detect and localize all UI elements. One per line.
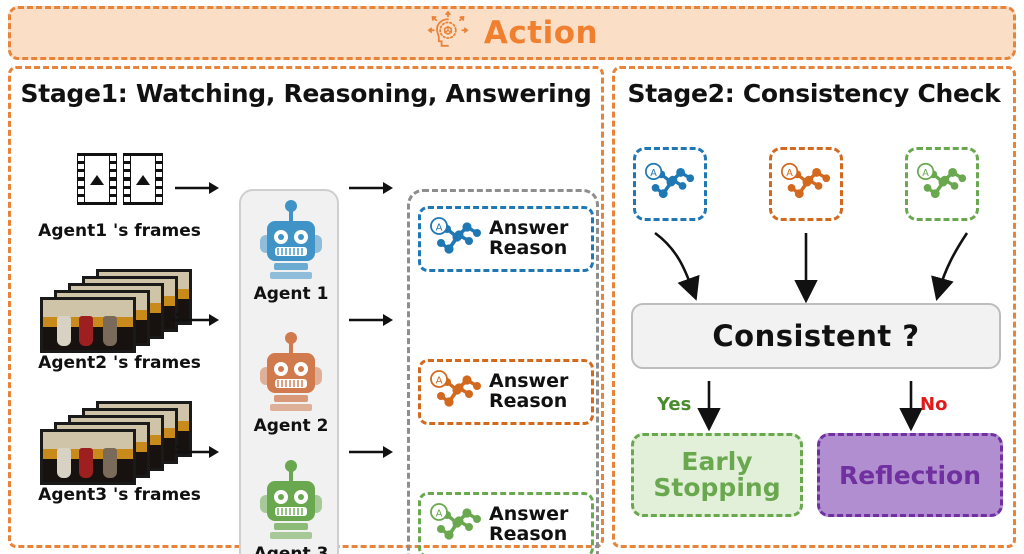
answer-graph-icon: A — [430, 503, 481, 540]
video-frame-stack-icon — [39, 269, 200, 353]
svg-text:A: A — [786, 168, 793, 179]
answer-text: Answer Reason — [489, 217, 569, 259]
right-arrow-icon — [173, 179, 225, 197]
frames-row: Agent1 's frames — [17, 139, 222, 259]
answer-graph-icon: A — [644, 162, 695, 199]
right-arrow-icon — [347, 179, 399, 197]
right-arrow-icon — [347, 311, 399, 329]
agents-panel: Agent 1 Agent — [239, 189, 339, 554]
right-arrow-icon — [173, 443, 225, 461]
branch-label-yes: Yes — [657, 394, 692, 415]
answer-card[interactable]: A Answer Reason — [418, 492, 594, 554]
frames-caption: Agent2 's frames — [38, 353, 201, 373]
answer-graph-icon: A — [430, 370, 481, 407]
candidate-answer-card[interactable]: A — [769, 147, 843, 221]
stage2-panel: Stage2: Consistency Check A — [612, 66, 1016, 548]
answer-line-2: Reason — [489, 523, 568, 545]
right-arrow-icon — [173, 311, 225, 329]
down-arrow-icon — [931, 232, 969, 302]
video-frame-stack-icon — [39, 401, 200, 485]
robot-icon — [260, 200, 322, 279]
action-header: Action — [8, 6, 1016, 60]
agent-item[interactable]: Agent 2 — [241, 331, 341, 457]
head-with-cube-arrows-icon — [427, 11, 469, 47]
answer-graph-icon: A — [430, 217, 481, 254]
svg-text:A: A — [436, 223, 443, 234]
svg-text:A: A — [436, 376, 443, 387]
agent-label: Agent 1 — [253, 284, 329, 304]
stage1-title: Stage1: Watching, Reasoning, Answering — [20, 79, 592, 108]
answers-group: A Answer Reason — [407, 189, 599, 554]
agent-label: Agent 3 — [253, 544, 329, 554]
answer-card[interactable]: A Answer Reason — [418, 359, 594, 425]
answer-line-1: Answer — [489, 217, 569, 240]
ellipsis-dots-icon — [165, 313, 182, 329]
reflection-box[interactable]: Reflection — [817, 433, 1003, 517]
stage1-panel: Stage1: Watching, Reasoning, Answering — [8, 66, 604, 554]
reflection-label: Reflection — [838, 460, 981, 490]
down-arrow-icon — [654, 231, 700, 301]
agent-item[interactable]: Agent 3 — [241, 459, 341, 554]
answer-graph-icon: A — [916, 162, 967, 199]
answer-card[interactable]: A Answer Reason — [418, 206, 594, 272]
svg-text:A: A — [650, 168, 657, 179]
svg-text:A: A — [436, 509, 443, 520]
candidate-answer-card[interactable]: A — [633, 147, 707, 221]
early-stopping-label: Early Stopping — [653, 446, 781, 502]
frames-caption: Agent3 's frames — [38, 485, 201, 505]
right-arrow-icon — [347, 443, 399, 461]
robot-icon — [260, 332, 322, 411]
agent-item[interactable]: Agent 1 — [241, 199, 341, 325]
robot-icon — [260, 460, 322, 539]
film-strip-icon — [76, 139, 163, 219]
ellipsis-dots-icon — [165, 445, 182, 461]
answer-text: Answer Reason — [489, 503, 569, 545]
frames-row: Agent2 's frames — [17, 269, 222, 391]
answer-graph-icon: A — [780, 162, 831, 199]
action-title: Action — [483, 15, 599, 51]
consistency-decision-box[interactable]: Consistent ? — [631, 303, 1001, 369]
agent-label: Agent 2 — [253, 416, 329, 436]
svg-text:A: A — [922, 168, 929, 179]
stage2-title: Stage2: Consistency Check — [627, 79, 1001, 108]
answer-line-2: Reason — [489, 390, 568, 412]
answer-line-1: Answer — [489, 370, 569, 393]
answer-text: Answer Reason — [489, 370, 569, 412]
frames-column: Agent1 's frames Agent2 's frames — [17, 131, 222, 541]
branch-label-no: No — [920, 394, 948, 415]
answer-line-2: Reason — [489, 237, 568, 259]
frames-caption: Agent1 's frames — [38, 221, 201, 241]
answer-line-1: Answer — [489, 503, 569, 526]
early-stopping-box[interactable]: Early Stopping — [631, 433, 803, 517]
candidate-answer-card[interactable]: A — [905, 147, 979, 221]
consistency-label: Consistent ? — [712, 319, 920, 353]
frames-row: Agent3 's frames — [17, 401, 222, 523]
